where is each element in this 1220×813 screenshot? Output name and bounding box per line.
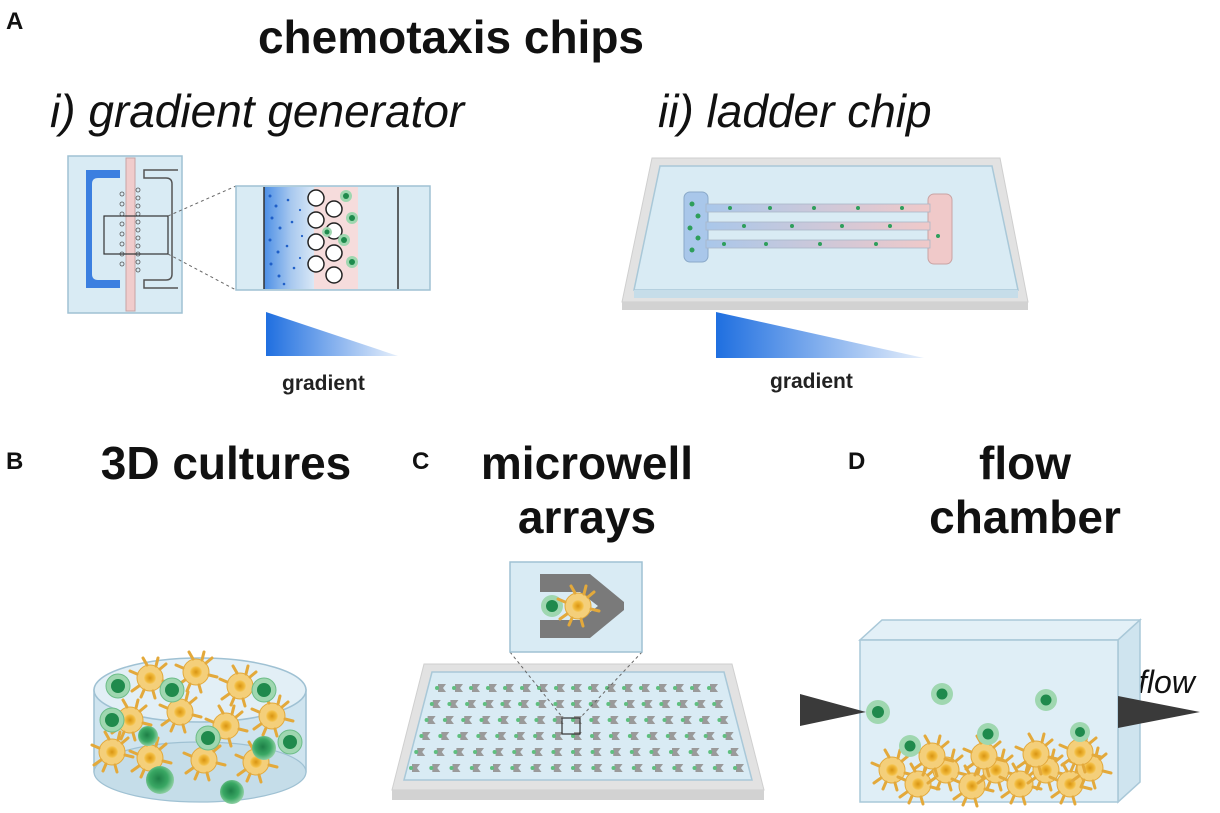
flow-out-arrow	[1118, 696, 1200, 728]
panel-letter-c: C	[412, 448, 430, 475]
gradient-generator-chip	[67, 155, 237, 314]
microwell-array	[391, 561, 765, 800]
panel-d-title-line2: chamber	[929, 491, 1121, 543]
panel-d-title-line1: flow	[979, 437, 1071, 489]
subtitle-gradient-generator: i) gradient generator	[50, 85, 465, 137]
gradient-label-ii: gradient	[770, 370, 853, 393]
flow-label: flow	[1138, 664, 1195, 700]
panel-letter-a: A	[6, 8, 24, 35]
panel-c-title-line1: microwell	[480, 437, 694, 489]
gradient-generator-zoom	[235, 185, 431, 291]
panel-c-title-line2: arrays	[517, 491, 657, 543]
panel-letter-d: D	[848, 448, 866, 475]
gradient-label-i: gradient	[282, 372, 365, 395]
3d-culture-dish	[90, 650, 307, 804]
panel-b-title: 3D cultures	[100, 437, 352, 489]
panel-letter-b: B	[6, 448, 24, 475]
gradient-triangle-ii	[716, 312, 924, 358]
subtitle-ladder-chip: ii) ladder chip	[658, 85, 932, 137]
flow-chamber	[800, 618, 1200, 808]
gradient-triangle-i	[266, 312, 398, 356]
panel-a-title: chemotaxis chips	[257, 11, 645, 63]
flow-in-arrow	[800, 694, 866, 726]
ladder-chip	[621, 157, 1029, 310]
